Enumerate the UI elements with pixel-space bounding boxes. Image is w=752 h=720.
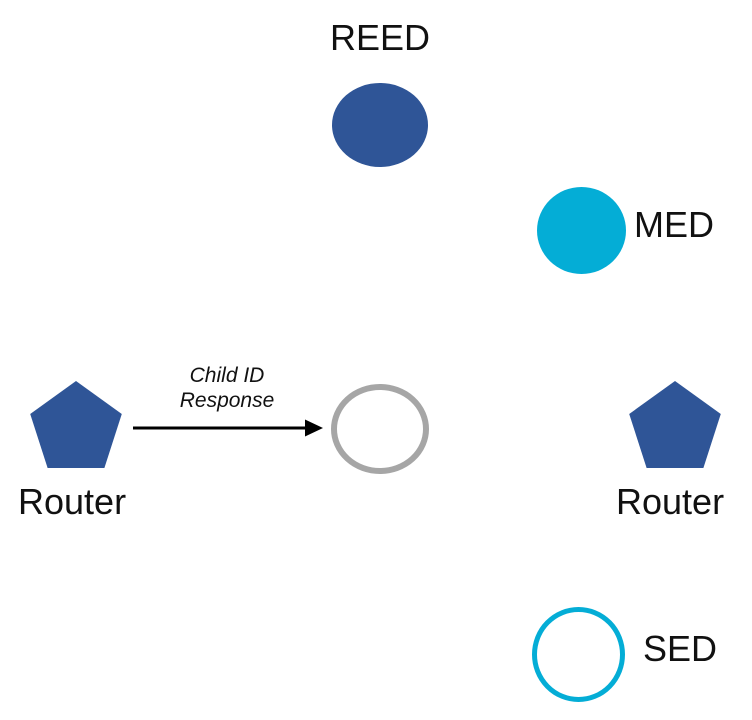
router-right-node[interactable]	[629, 381, 721, 468]
med-node[interactable]	[537, 187, 626, 274]
sed-node[interactable]	[531, 606, 626, 703]
router-left-node[interactable]	[30, 381, 122, 468]
sed-circle-icon	[532, 607, 625, 702]
router-pentagon-icon	[629, 381, 721, 468]
med-label: MED	[634, 204, 714, 245]
router-right-label: Router	[616, 481, 725, 522]
reed-circle-icon	[332, 83, 428, 167]
arrow-right-icon	[133, 419, 323, 437]
reed-node[interactable]	[332, 81, 428, 169]
edge-label-child-id-response: Child ID Response	[179, 364, 275, 412]
router-left-label: Router	[18, 481, 127, 522]
reed-label: REED	[330, 17, 431, 58]
router-pentagon-icon	[30, 381, 122, 468]
edge-child-id-response-arrow	[133, 412, 325, 444]
med-circle-icon	[537, 187, 626, 274]
sed-label: SED	[643, 628, 718, 669]
joining-device-node[interactable]	[330, 383, 430, 475]
joining-device-circle-icon	[331, 384, 429, 474]
